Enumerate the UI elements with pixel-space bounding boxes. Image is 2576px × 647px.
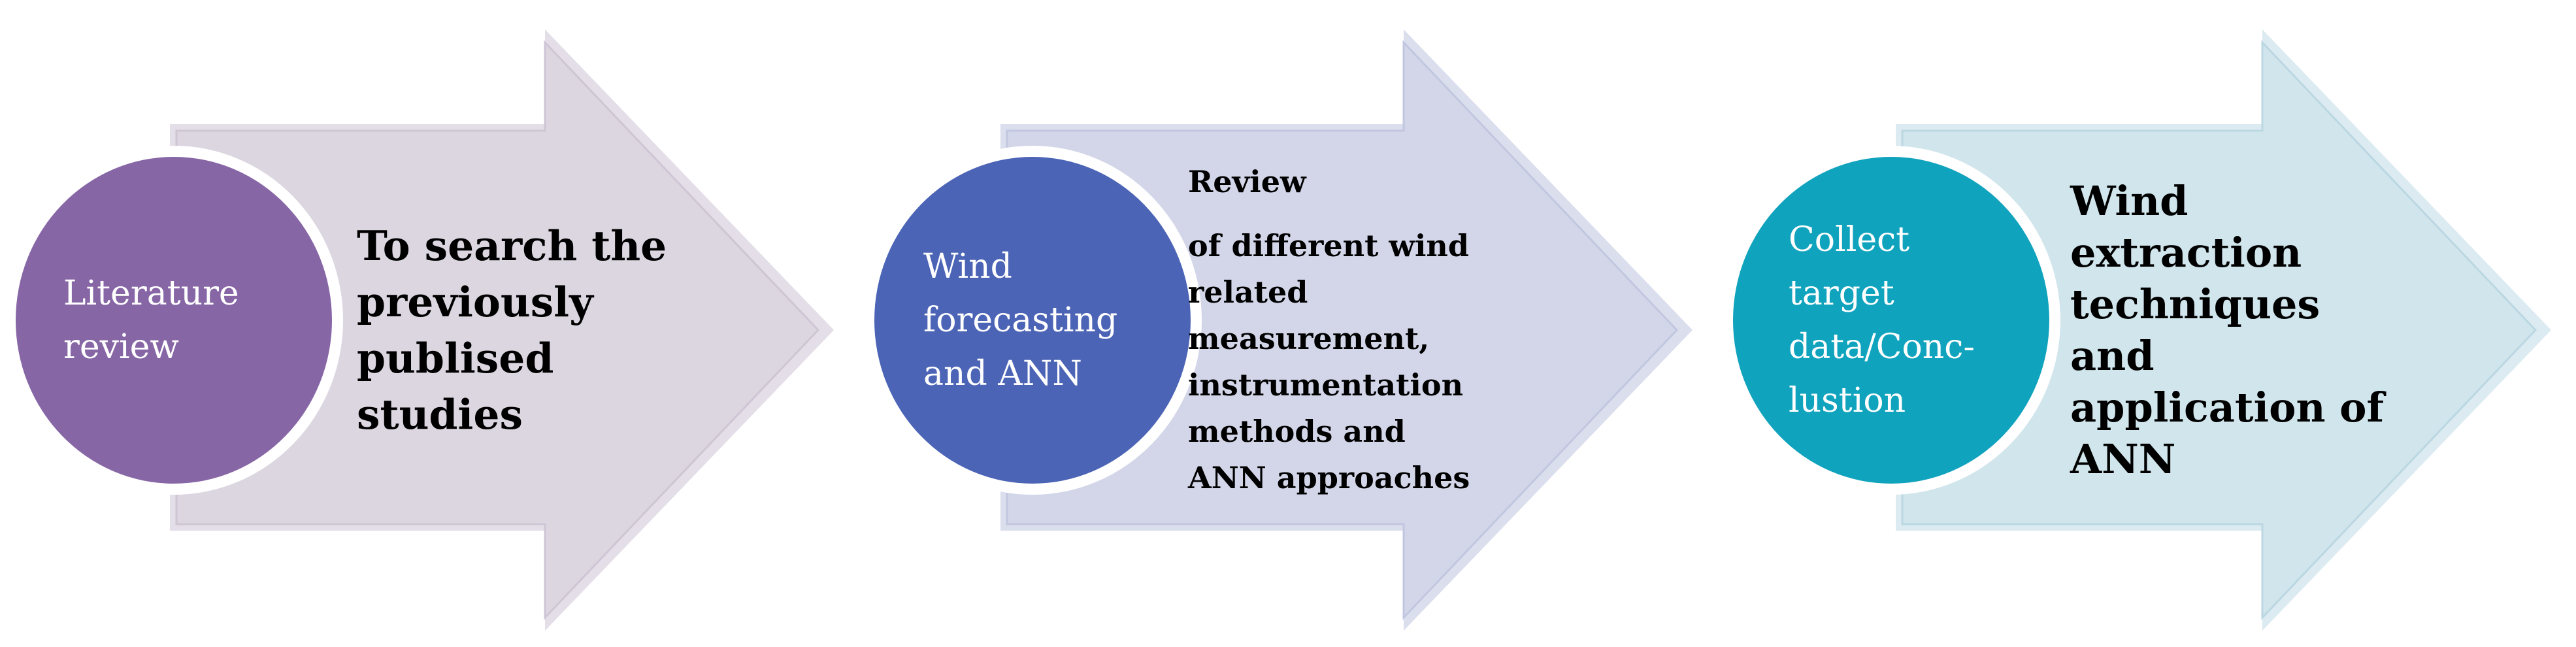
stage-3-description: Wind extraction techniques and applicati… [2070,29,2436,631]
stage-2-arrow-fill [1006,40,1679,620]
stage-2-arrow-shape [863,29,1693,631]
stage-1-circle [16,157,332,484]
stage-3-circle-label: Collect target data/Conc- lustion [1789,220,1975,420]
stage-3-arrow-fill [1901,40,2537,620]
stage-3-description-body: Wind extraction techniques and applicati… [2070,177,2385,483]
stage-2-circle [874,157,1191,484]
stage-2-description-body: of different wind related measurement, i… [1188,228,1470,495]
stage-1-description: To search the previously publised studie… [357,29,723,631]
stage-2-description: Review of different wind related measure… [1188,29,1554,631]
stage-2-circle-label: Wind forecasting and ANN [923,247,1118,393]
stage-1-arrow-fill [175,40,820,620]
stage-1-circle-label: Literature review [63,274,239,367]
stage-1-description-body: To search the previously publised studie… [357,222,667,439]
stage-1-arrow-shape [5,29,834,631]
stage-2-description-heading: Review [1188,164,1306,199]
stage-3-arrow-shape [1722,29,2551,631]
stage-3-circle [1733,157,2049,484]
